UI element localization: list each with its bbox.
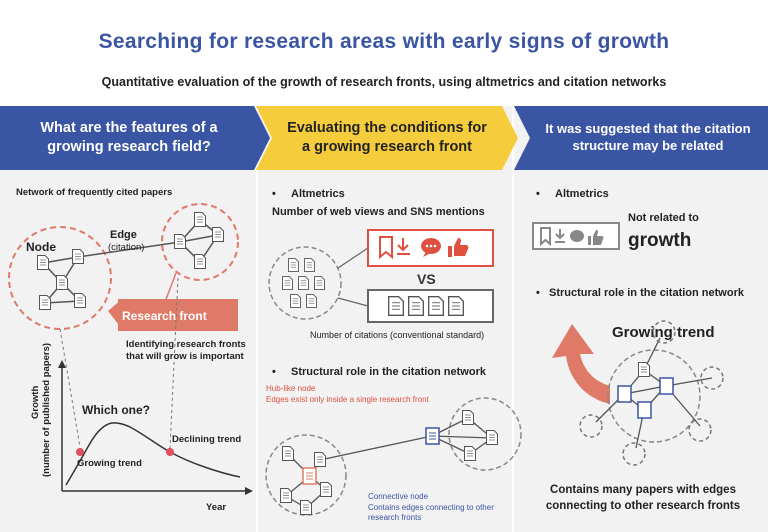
- growing-trend-label: Growing trend: [77, 458, 142, 469]
- x-axis-label: Year: [206, 502, 227, 513]
- connective-node-desc: Contains edges connecting to other resea…: [368, 503, 494, 523]
- declining-trend-label: Declining trend: [172, 434, 242, 445]
- research-front-callout: [118, 299, 238, 331]
- growing-network-diagram: [552, 320, 724, 466]
- column-2-header: Evaluating the conditions for a growing …: [256, 106, 518, 170]
- growth-label: growth: [628, 230, 692, 251]
- research-front-circle: [161, 203, 239, 281]
- altmetrics-gray-box: [532, 222, 620, 250]
- hub-connective-diagram: [265, 397, 522, 516]
- y-axis-label: Growth (number of published papers): [30, 313, 53, 477]
- page-subtitle: Quantitative evaluation of the growth of…: [101, 75, 667, 89]
- which-one-label: Which one?: [82, 403, 150, 417]
- hub-node-label: Hub-like node: [266, 384, 316, 393]
- y-axis-label-line2: (number of published papers): [41, 342, 53, 477]
- growth-arrow: [552, 324, 610, 404]
- node-label: Node: [26, 240, 56, 254]
- edge-sub-label: (citation): [108, 242, 145, 253]
- citations-caption: Number of citations (conventional standa…: [310, 330, 485, 340]
- not-related-label: Not related to: [628, 212, 699, 224]
- connective-node-label: Connective node: [368, 492, 429, 501]
- declining-point: [166, 448, 174, 456]
- altmetrics-vs-citations-diagram: [268, 229, 494, 323]
- research-front-label: Research front: [122, 309, 207, 323]
- edge-label: Edge: [110, 229, 137, 241]
- growing-trend-title: Growing trend: [612, 324, 715, 341]
- growing-point: [76, 448, 84, 456]
- growth-curve: [65, 422, 241, 486]
- col2-bullet-1: •: [272, 188, 276, 200]
- col2-structural-title: Structural role in the citation network: [291, 366, 486, 378]
- contains-text: Contains many papers with edges connecti…: [545, 484, 741, 513]
- col2-bullet-2: •: [272, 366, 276, 378]
- hub-node-desc: Edges exist only inside a single researc…: [266, 395, 429, 404]
- col3-structural-title: Structural role in the citation network: [549, 287, 744, 299]
- network-diagram: [8, 203, 253, 495]
- col3-altmetrics-title: Altmetrics: [555, 188, 609, 200]
- y-axis-label-line1: Growth: [30, 385, 41, 419]
- page-title: Searching for research areas with early …: [98, 30, 670, 53]
- vs-label: VS: [417, 271, 436, 287]
- column-3-panel: [514, 106, 768, 532]
- node-cluster-circle: [8, 226, 112, 330]
- col3-bullet-1: •: [536, 188, 540, 200]
- altmetrics-icons: [379, 236, 469, 260]
- network-label: Network of frequently cited papers: [16, 187, 173, 198]
- identify-text: Identifying research fronts that will gr…: [126, 339, 246, 363]
- col3-bullet-2: •: [536, 287, 540, 299]
- column-3-header: It was suggested that the citation struc…: [514, 106, 768, 170]
- col2-altmetrics-desc: Number of web views and SNS mentions: [272, 206, 485, 218]
- col2-altmetrics-title: Altmetrics: [291, 188, 345, 200]
- column-1-header: What are the features of a growing resea…: [0, 106, 270, 170]
